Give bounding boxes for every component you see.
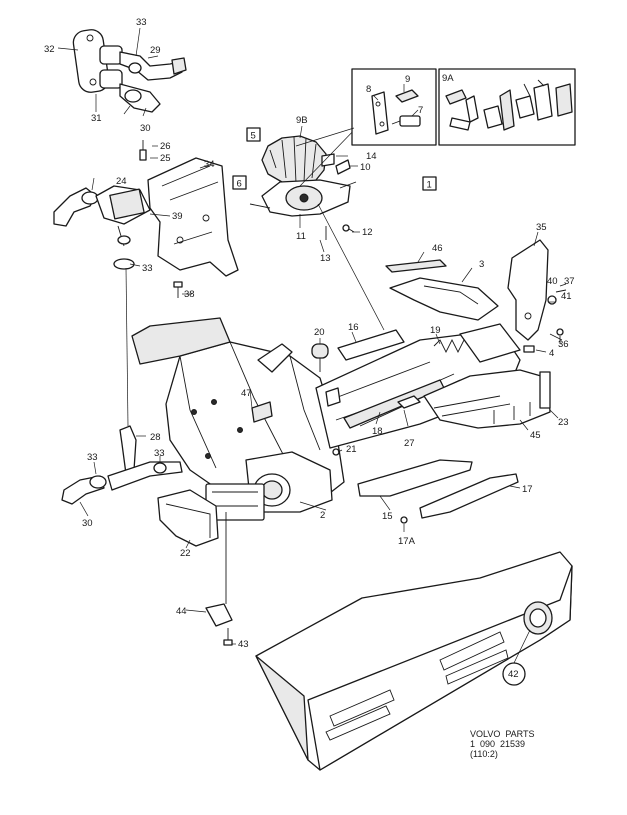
right-bracket-assembly <box>385 231 567 353</box>
boxed-label: 5 <box>251 131 256 142</box>
callout-label: 26 <box>160 141 171 152</box>
boxed-label: 6 <box>237 179 242 190</box>
callout-label: 37 <box>564 276 575 287</box>
callout-label: 11 <box>296 231 306 242</box>
heater-housing <box>131 317 559 521</box>
detail-inset-9a <box>438 68 576 146</box>
callout-label: 45 <box>530 430 541 441</box>
detail-inset-9 <box>351 68 437 146</box>
callout-label: 35 <box>536 222 547 233</box>
callout-label: 47 <box>241 388 252 399</box>
callout-label: 33 <box>136 17 147 28</box>
callout-label: 27 <box>404 438 415 449</box>
callout-label: 15 <box>382 511 393 522</box>
heater-valve-assembly <box>57 27 187 117</box>
callout-labels: 32 33 29 31 30 26 25 34 24 39 33 38 9B 1… <box>44 17 575 680</box>
callout-label: 23 <box>558 417 569 428</box>
glovebox <box>255 551 573 771</box>
boxed-reference-labels: 5 6 1 <box>232 127 437 191</box>
callout-label: 31 <box>91 113 102 124</box>
part-reference-footer: VOLVO PARTS 1 090 21539 (110:2) <box>470 729 590 759</box>
callout-label: 25 <box>160 153 171 164</box>
callout-label: 42 <box>508 669 519 680</box>
callout-label: 3 <box>479 259 484 270</box>
callout-label: 7 <box>418 105 423 116</box>
callout-label: 14 <box>366 151 377 162</box>
callout-label: 17A <box>398 536 416 547</box>
callout-label: 33 <box>87 452 98 463</box>
callout-label: 24 <box>116 176 127 187</box>
callout-label: 43 <box>238 639 249 650</box>
footer-line: 1 090 21539 <box>470 739 526 749</box>
callout-label: 36 <box>558 339 569 350</box>
blower-wheel-assembly <box>249 123 385 331</box>
lower-bracket-assembly <box>157 489 236 646</box>
callout-label: 20 <box>314 327 325 338</box>
callout-label: 8 <box>366 84 371 95</box>
callout-label: 17 <box>522 484 533 495</box>
callout-label: 30 <box>82 518 93 529</box>
callout-label: 9 <box>405 74 410 85</box>
callout-label: 44 <box>176 606 187 617</box>
callout-label: 33 <box>154 448 165 459</box>
callout-label: 22 <box>180 548 191 559</box>
footer-line: (110:2) <box>470 749 498 759</box>
callout-label: 41 <box>561 291 572 302</box>
callout-label: 33 <box>142 263 153 274</box>
callout-label: 19 <box>430 325 441 336</box>
callout-label: 38 <box>184 289 195 300</box>
callout-label: 16 <box>348 322 359 333</box>
callout-label: 2 <box>320 510 325 521</box>
callout-label: 32 <box>44 44 55 55</box>
callout-label: 29 <box>150 45 161 56</box>
lower-hose-assembly <box>61 267 183 517</box>
callout-label: 46 <box>432 243 443 254</box>
callout-label: 10 <box>360 162 371 173</box>
callout-label: 18 <box>372 426 383 437</box>
callout-label: 39 <box>172 211 183 222</box>
callout-label: 30 <box>140 123 151 134</box>
callout-label: 9B <box>296 115 308 126</box>
control-valve-assembly <box>53 140 239 298</box>
boxed-label: 1 <box>427 180 432 191</box>
callout-label: 21 <box>346 444 357 455</box>
callout-label: 34 <box>204 159 215 170</box>
callout-label: 9A <box>442 73 454 84</box>
callout-label: 4 <box>549 348 554 359</box>
footer-line: VOLVO PARTS <box>470 729 535 739</box>
callout-label: 12 <box>362 227 373 238</box>
callout-label: 40 <box>547 276 558 287</box>
flap-plates <box>357 459 521 532</box>
callout-label: 28 <box>150 432 161 443</box>
callout-label: 13 <box>320 253 331 264</box>
